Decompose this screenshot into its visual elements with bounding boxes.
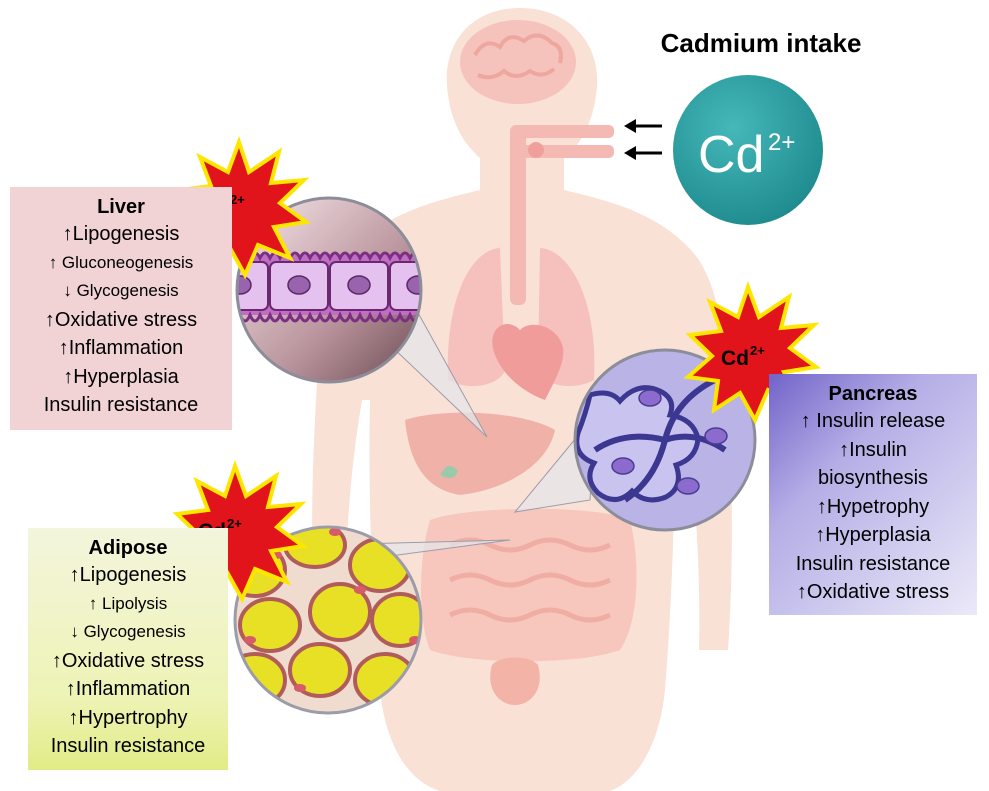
- pancreas-effect: ↑Hypetrophy: [816, 495, 930, 518]
- cd-badge-base: Cd: [698, 126, 764, 184]
- liver-effect: ↑Hyperplasia: [63, 365, 179, 388]
- pancreas-effects-panel: Pancreas ↑ Insulin release ↑Insulin bios…: [769, 374, 977, 615]
- burst-pancreas-charge: 2+: [750, 343, 765, 358]
- adipose-title: Adipose: [88, 537, 168, 559]
- burst-adipose-charge: 2+: [227, 516, 242, 531]
- cd-badge-charge: 2+: [768, 129, 795, 156]
- adipose-effect: ↑ Lipolysis: [88, 593, 168, 613]
- pancreas-effect: ↑Insulin: [839, 438, 907, 461]
- intake-arrow-icon: [624, 119, 662, 160]
- burst-pancreas-base: Cd: [721, 347, 749, 370]
- liver-icon: [405, 412, 555, 495]
- pancreas-effect: Insulin resistance: [795, 552, 951, 575]
- pancreas-effect: biosynthesis: [817, 467, 929, 489]
- adipose-effect: ↓ Glycogenesis: [70, 622, 186, 641]
- burst-liver-charge: 2+: [230, 192, 245, 207]
- pancreas-effect: ↑Oxidative stress: [796, 581, 950, 603]
- liver-effect: ↑Inflammation: [58, 337, 184, 359]
- bladder-icon: [490, 657, 540, 705]
- pancreas-effect: ↑ Insulin release: [800, 410, 946, 432]
- pancreas-tissue-magnifier: [573, 348, 757, 532]
- adipose-effect: ↑Lipogenesis: [69, 564, 187, 586]
- pancreas-effect: ↑Hyperplasia: [815, 524, 931, 546]
- liver-effects-panel: Liver ↑Lipogenesis ↑ Gluconeogenesis ↓ G…: [10, 187, 232, 430]
- airway-icon: [510, 125, 614, 305]
- liver-title: Liver: [97, 196, 145, 218]
- adipose-effect: ↑Oxidative stress: [51, 649, 205, 672]
- adipose-effect: ↑Hypertrophy: [68, 706, 188, 729]
- adipose-effects-panel: Adipose ↑Lipogenesis ↑ Lipolysis ↓ Glyco…: [28, 528, 228, 770]
- liver-effect: ↓ Glycogenesis: [63, 281, 179, 300]
- intestine-icon: [421, 508, 637, 662]
- liver-effect: ↑ Gluconeogenesis: [48, 252, 194, 272]
- pancreas-title: Pancreas: [828, 383, 918, 405]
- liver-effect: Insulin resistance: [43, 394, 199, 416]
- liver-effect: ↑Lipogenesis: [62, 223, 180, 245]
- cadmium-badge-icon: Cd 2+: [673, 75, 823, 225]
- liver-effect: ↑Oxidative stress: [44, 308, 198, 331]
- heart-icon: [492, 324, 564, 400]
- brain-icon: [460, 20, 576, 104]
- adipose-effect: ↑Inflammation: [65, 678, 191, 700]
- adipose-effect: Insulin resistance: [50, 735, 206, 757]
- diagram-title: Cadmium intake: [660, 28, 862, 58]
